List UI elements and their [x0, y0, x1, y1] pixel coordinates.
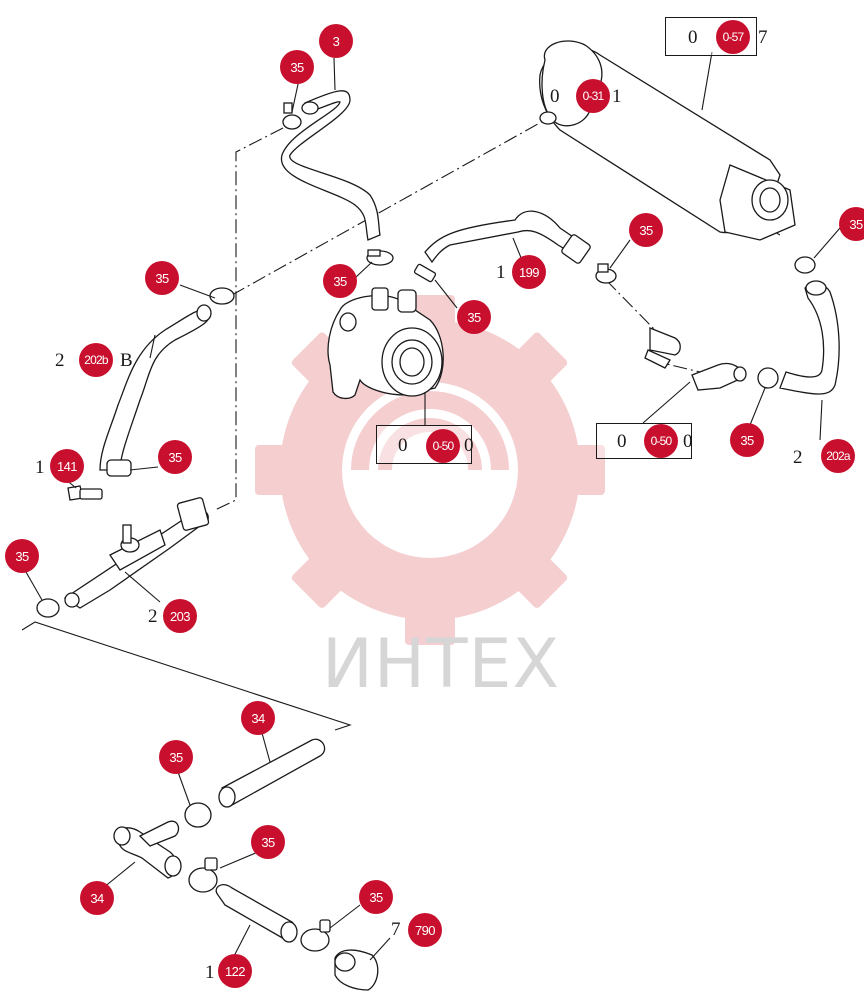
clamp — [184, 802, 212, 828]
label-050-right-suffix: 0 — [683, 431, 693, 452]
leader-dashline — [231, 119, 546, 296]
label-202a-prefix: 2 — [793, 447, 803, 468]
hose-122 — [215, 884, 298, 943]
callout-marker-35[interactable]: 35 — [629, 213, 663, 247]
leader-line — [21, 621, 352, 731]
label-050-left-prefix: 0 — [398, 435, 408, 456]
hose-202b — [99, 304, 212, 471]
fitting — [691, 362, 747, 391]
label-031-suffix: 1 — [612, 86, 622, 107]
callout-marker-35[interactable]: 35 — [359, 880, 393, 914]
callout-marker-0-57[interactable]: 0-57 — [716, 20, 750, 54]
bracket-203 — [63, 497, 210, 609]
label-031-prefix: 0 — [550, 86, 560, 107]
bolt-141 — [67, 485, 103, 501]
clamp — [595, 263, 617, 284]
leader-dashline — [605, 279, 656, 331]
label-790-prefix: 7 — [391, 919, 401, 940]
callout-marker-35[interactable]: 35 — [730, 423, 764, 457]
clamp — [209, 287, 235, 305]
label-202b-suffix: B — [120, 350, 133, 371]
fitting — [644, 327, 681, 369]
cap-790 — [334, 949, 379, 991]
callout-marker-35[interactable]: 35 — [159, 740, 193, 774]
callout-marker-199[interactable]: 199 — [512, 255, 546, 289]
clamp — [794, 256, 816, 274]
callout-marker-0-50[interactable]: 0-50 — [426, 429, 460, 463]
clamp — [36, 598, 60, 618]
callout-marker-35[interactable]: 35 — [251, 825, 285, 859]
hose-202a — [779, 280, 840, 395]
clamp — [282, 102, 302, 130]
label-202b-prefix: 2 — [55, 350, 65, 371]
label-050-right-prefix: 0 — [617, 431, 627, 452]
callout-marker-0-50[interactable]: 0-50 — [644, 424, 678, 458]
pipe-199 — [424, 210, 591, 264]
callout-marker-34[interactable]: 34 — [241, 701, 275, 735]
callout-marker-35[interactable]: 35 — [5, 539, 39, 573]
callout-marker-35[interactable]: 35 — [323, 264, 357, 298]
clamp — [413, 263, 437, 283]
label-199-prefix: 1 — [496, 262, 506, 283]
callout-marker-35[interactable]: 35 — [839, 207, 864, 241]
callout-marker-790[interactable]: 790 — [408, 913, 442, 947]
label-057-prefix: 0 — [688, 27, 698, 48]
callout-marker-35[interactable]: 35 — [280, 50, 314, 84]
callout-marker-35[interactable]: 35 — [158, 440, 192, 474]
label-203-prefix: 2 — [148, 606, 158, 627]
callout-marker-141[interactable]: 141 — [50, 449, 84, 483]
label-050-left-suffix: 0 — [464, 435, 474, 456]
egr-valve — [327, 287, 444, 400]
hose-34 — [218, 738, 326, 808]
callout-marker-35[interactable]: 35 — [457, 300, 491, 334]
callout-marker-35[interactable]: 35 — [145, 261, 179, 295]
callout-marker-0-31[interactable]: 0-31 — [576, 79, 610, 113]
label-057-suffix: 7 — [758, 27, 768, 48]
label-141-prefix: 1 — [35, 457, 45, 478]
callout-marker-202b[interactable]: 202b — [79, 343, 113, 377]
callout-marker-3[interactable]: 3 — [319, 24, 353, 58]
callout-marker-34[interactable]: 34 — [80, 881, 114, 915]
callout-marker-122[interactable]: 122 — [218, 954, 252, 988]
marker-leaders — [25, 51, 841, 961]
clamp — [366, 249, 394, 266]
egr-cooler — [539, 40, 796, 241]
label-122-prefix: 1 — [205, 962, 215, 983]
callout-marker-202a[interactable]: 202a — [821, 439, 855, 473]
clamp — [106, 459, 132, 477]
callout-marker-203[interactable]: 203 — [163, 599, 197, 633]
tee-fitting-34 — [113, 820, 182, 879]
clamp — [188, 857, 218, 893]
hose-3 — [281, 90, 381, 241]
clamp — [300, 919, 331, 952]
clamp — [757, 367, 779, 389]
leader-dashline — [214, 127, 284, 511]
watermark-text: ИНТЕХ — [322, 625, 561, 704]
